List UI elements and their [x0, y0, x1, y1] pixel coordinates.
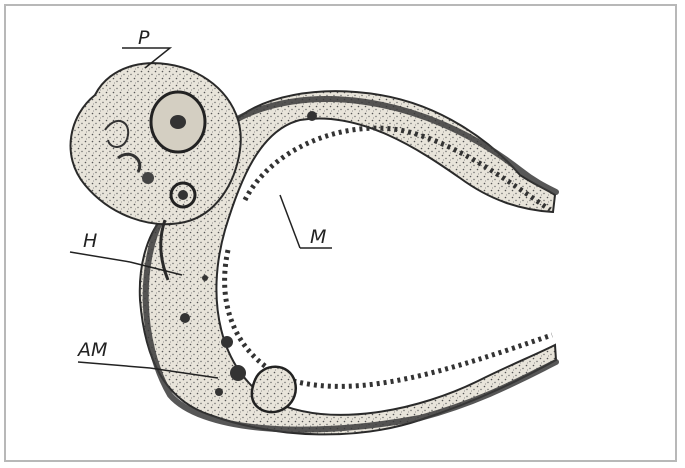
am-leader-line: [78, 362, 150, 368]
head-process: [71, 63, 241, 224]
label-h: H: [83, 230, 97, 252]
label-p: P: [138, 27, 150, 49]
m-leader-line: [280, 195, 300, 248]
amnion-loop: [252, 367, 296, 412]
label-m: M: [310, 226, 326, 248]
label-am: AM: [76, 339, 107, 361]
h-leader-line: [70, 252, 130, 262]
